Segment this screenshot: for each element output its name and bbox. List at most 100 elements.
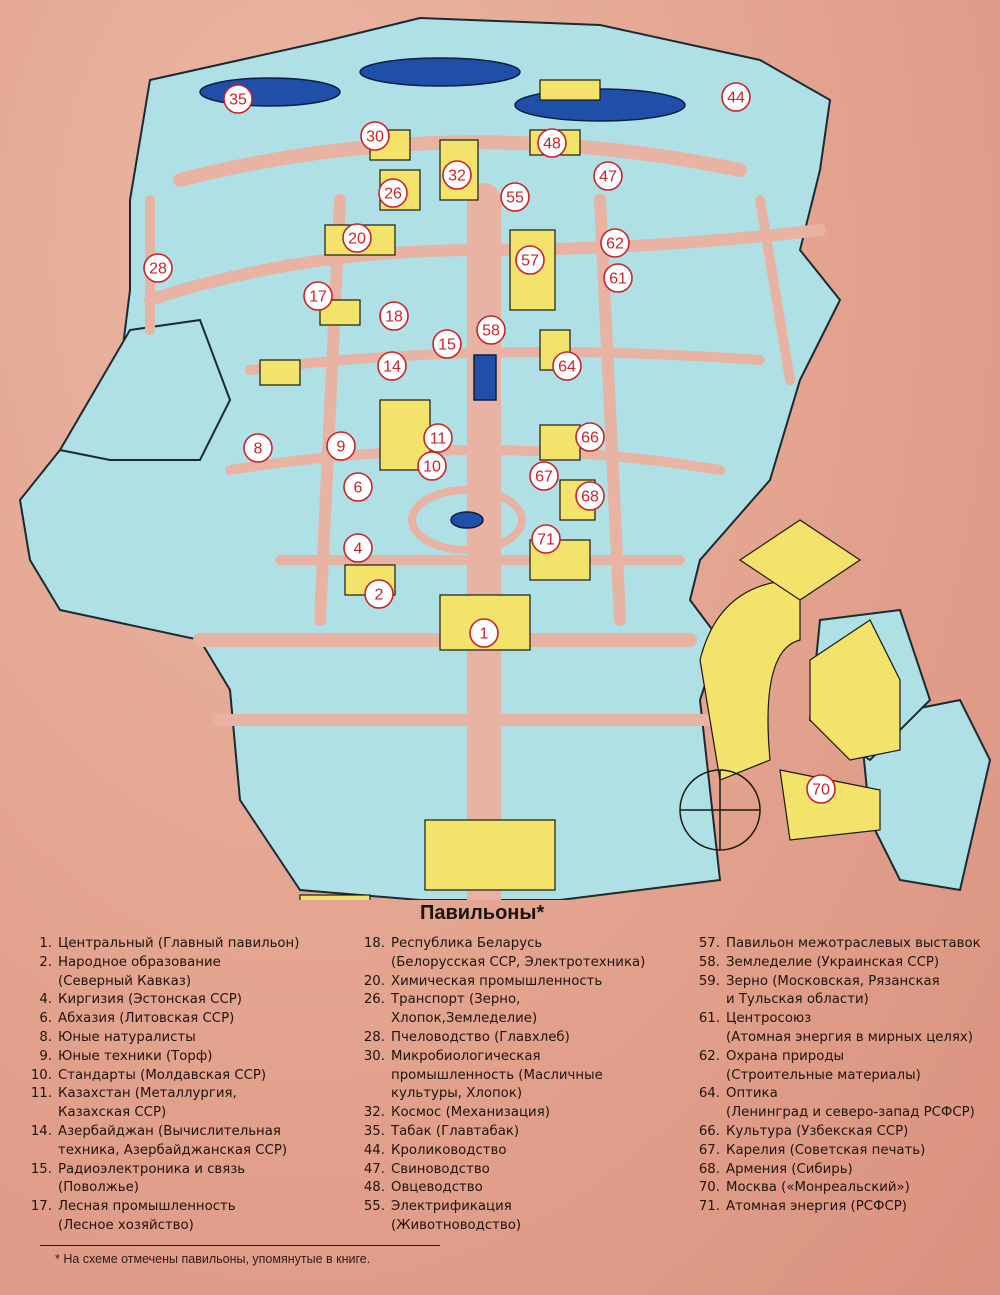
marker-circle — [364, 579, 394, 609]
pavilion-marker-62[interactable]: 62 — [600, 228, 630, 258]
legend-item: 10. Стандарты (Молдавская ССР) — [22, 1067, 352, 1086]
marker-circle — [575, 422, 605, 452]
legend-item-number: 58. — [698, 954, 720, 970]
legend-item: 32.Космос (Механизация) — [355, 1104, 685, 1123]
legend-title: Павильоны* — [420, 902, 545, 924]
legend-item: 70.Москва («Монреальский») — [690, 1179, 1000, 1198]
marker-number: 48 — [543, 136, 561, 153]
pavilion-marker-48[interactable]: 48 — [537, 128, 567, 158]
pavilion-marker-2[interactable]: 2 — [364, 579, 394, 609]
pavilion-marker-68[interactable]: 68 — [575, 481, 605, 511]
pavilion-marker-35[interactable]: 35 — [223, 84, 253, 114]
marker-circle — [303, 281, 333, 311]
legend-item-text: Абхазия (Литовская ССР) — [58, 1011, 235, 1027]
pavilion-marker-64[interactable]: 64 — [552, 351, 582, 381]
marker-circle — [603, 263, 633, 293]
pavilion-marker-71[interactable]: 71 — [531, 524, 561, 554]
legend-item: 9.Юные техники (Торф) — [22, 1048, 352, 1067]
legend-item-number: 48. — [363, 1180, 385, 1196]
marker-circle — [143, 253, 173, 283]
legend-item: 1. Центральный (Главный павильон) — [22, 935, 352, 954]
legend-item-number: 67. — [698, 1142, 720, 1158]
pavilion-marker-57[interactable]: 57 — [515, 245, 545, 275]
pavilion-marker-61[interactable]: 61 — [603, 263, 633, 293]
legend-item-text: Центральный (Главный павильон) — [58, 936, 300, 951]
legend-item: 55.Электрификация (Животноводство) — [355, 1198, 685, 1236]
marker-number: 14 — [383, 359, 401, 376]
legend-item-number: 1. — [39, 936, 52, 951]
pavilion-marker-70[interactable]: 70 — [806, 774, 836, 804]
marker-number: 68 — [581, 489, 599, 506]
fountain-pool — [473, 354, 497, 401]
pavilion-marker-18[interactable]: 18 — [379, 301, 409, 331]
legend-item-text: Стандарты (Молдавская ССР) — [58, 1067, 267, 1083]
legend-item-text: Зерно (Московская, Рязанская и Тульская … — [726, 973, 940, 1008]
marker-circle — [575, 481, 605, 511]
legend-item-number: 8. — [39, 1029, 52, 1045]
legend-item-number: 20. — [363, 973, 385, 989]
legend-item-text: Центросоюз (Атомная энергия в мирных цел… — [726, 1011, 973, 1045]
marker-number: 57 — [521, 253, 539, 270]
legend-item-number: 4. — [39, 992, 52, 1008]
marker-circle — [379, 301, 409, 331]
pavilion-marker-15[interactable]: 15 — [432, 329, 462, 359]
marker-number: 20 — [348, 231, 366, 248]
marker-number: 30 — [366, 129, 384, 146]
pavilion-marker-11[interactable]: 11 — [423, 423, 453, 453]
pavilion-marker-66[interactable]: 66 — [575, 422, 605, 452]
legend-item-number: 71. — [698, 1199, 720, 1215]
pavilion-marker-58[interactable]: 58 — [476, 315, 506, 345]
pavilion-marker-10[interactable]: 10 — [417, 451, 447, 481]
marker-number: 2 — [375, 587, 384, 604]
marker-number: 1 — [480, 626, 489, 643]
pavilion-marker-1[interactable]: 1 — [469, 618, 499, 648]
pavilion-marker-20[interactable]: 20 — [342, 223, 372, 253]
marker-circle — [378, 178, 408, 208]
pavilion-marker-44[interactable]: 44 — [721, 82, 751, 112]
marker-number: 62 — [606, 236, 624, 253]
pavilion-marker-47[interactable]: 47 — [593, 161, 623, 191]
legend-item-number: 30. — [363, 1048, 385, 1064]
legend-item-text: Охрана природы (Строительные материалы) — [726, 1048, 921, 1083]
marker-number: 67 — [535, 469, 553, 486]
legend-item: 35.Табак (Главтабак) — [355, 1123, 685, 1142]
marker-circle — [442, 160, 472, 190]
legend-item-text: Электрификация (Животноводство) — [391, 1199, 522, 1233]
legend-item: 15.Радиоэлектроника и связь (Поволжье) — [22, 1161, 352, 1199]
legend-item-number: 28. — [363, 1029, 385, 1045]
pavilion-marker-67[interactable]: 67 — [529, 461, 559, 491]
pavilion-marker-30[interactable]: 30 — [360, 121, 390, 151]
central-circle — [408, 486, 526, 554]
pond-center — [359, 57, 521, 87]
ferris-wheel — [679, 769, 761, 851]
marker-number: 17 — [309, 289, 327, 306]
marker-number: 32 — [448, 168, 466, 185]
legend-item: 11.Казахстан (Металлургия, Казахская ССР… — [22, 1085, 352, 1123]
legend-item-number: 61. — [698, 1011, 720, 1027]
pavilion-marker-8[interactable]: 8 — [243, 433, 273, 463]
legend-item-text: Химическая промышленность — [391, 973, 603, 989]
marker-circle — [500, 182, 530, 212]
legend-column-2: 18.Республика Беларусь (Белорусская ССР,… — [355, 935, 685, 1236]
legend-item: 47.Свиноводство — [355, 1161, 685, 1180]
legend-item-number: 10. — [30, 1067, 52, 1083]
marker-number: 4 — [354, 541, 363, 558]
pavilion-marker-6[interactable]: 6 — [343, 472, 373, 502]
legend-item: 61. Центросоюз (Атомная энергия в мирных … — [690, 1010, 1000, 1048]
pavilion-marker-14[interactable]: 14 — [377, 351, 407, 381]
pavilion-marker-17[interactable]: 17 — [303, 281, 333, 311]
marker-circle — [529, 461, 559, 491]
pavilion-marker-26[interactable]: 26 — [378, 178, 408, 208]
legend-item: 2.Народное образование (Северный Кавказ) — [22, 954, 352, 992]
legend-item: 67.Карелия (Советская печать) — [690, 1142, 1000, 1161]
pavilion-marker-55[interactable]: 55 — [500, 182, 530, 212]
marker-circle — [515, 245, 545, 275]
pavilion-marker-9[interactable]: 9 — [326, 431, 356, 461]
pavilion-marker-28[interactable]: 28 — [143, 253, 173, 283]
pavilion-marker-32[interactable]: 32 — [442, 160, 472, 190]
legend-item-number: 15. — [30, 1161, 52, 1177]
pavilion-marker-4[interactable]: 4 — [343, 533, 373, 563]
legend-item: 64.Оптика (Ленинград и северо-запад РСФС… — [690, 1085, 1000, 1123]
marker-number: 15 — [438, 337, 456, 354]
